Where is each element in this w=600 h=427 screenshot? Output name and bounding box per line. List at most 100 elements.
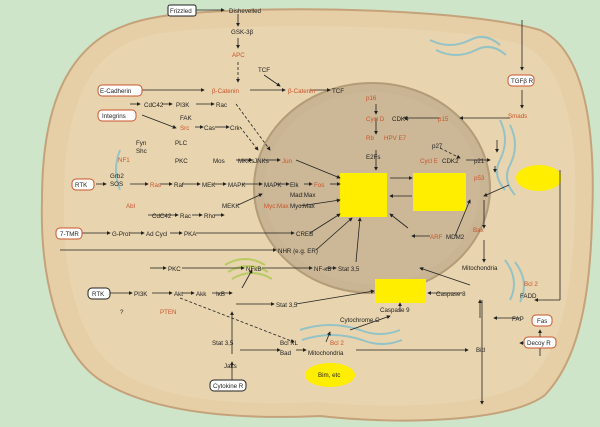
- pten-label: PTEN: [160, 309, 177, 316]
- creb-label: CREB: [296, 231, 313, 238]
- e2fs-label: E2Fs: [366, 154, 380, 161]
- yellow-ellipse-right: [516, 165, 562, 191]
- yellow-block-nucleus-left: [340, 173, 387, 217]
- p15-label: p15: [438, 116, 449, 123]
- pathway-arrows: [60, 8, 561, 405]
- cas-label: Cas: [204, 125, 215, 132]
- akk-label: Akk: [196, 291, 207, 298]
- crk-label: Crk: [230, 125, 241, 132]
- fak-label: FAK: [180, 115, 193, 122]
- plc-label: PLC: [175, 140, 188, 147]
- p27-label: p27: [432, 143, 443, 150]
- cycd-label: Cycl D: [366, 116, 385, 123]
- frizzled-label: Frizzled: [170, 8, 192, 15]
- cdc42-mid-label: CdC42: [152, 213, 172, 220]
- rac-mid-label: Rac: [180, 213, 191, 220]
- b-catenin-label: β-Catenin: [212, 88, 240, 95]
- g-prot-label: G-Prot: [112, 231, 131, 238]
- yellow-block-nucleus-right: [413, 173, 466, 211]
- arf-label: ARF: [430, 234, 443, 241]
- bad-label: Bad: [280, 350, 292, 357]
- caspase9-label: Caspase 9: [380, 307, 410, 314]
- yellow-ellipse-bottom: [305, 363, 355, 387]
- caspase8-label: Caspase 8: [436, 291, 466, 298]
- jnks-label: JNKs: [254, 158, 269, 165]
- cdk4-label: CDK4: [392, 116, 409, 123]
- rac-top-label: Rac: [216, 102, 227, 109]
- cdc42-top-label: CdC42: [144, 102, 164, 109]
- raf-label: Raf: [174, 182, 184, 189]
- bcl-xl-label: Bcl XL: [280, 340, 298, 347]
- jun-label: Jun: [282, 158, 293, 165]
- bid-label: Bid: [476, 347, 486, 354]
- mekk-label: MEKK: [222, 203, 240, 210]
- tcf-top-label: TCF: [258, 67, 270, 74]
- e-cadherin-label: E-Cadherin: [100, 88, 132, 95]
- gsk3b-label: GSK-3β: [231, 29, 254, 36]
- mapk-a-label: MAPK: [228, 182, 246, 189]
- p16-label: p16: [366, 95, 377, 102]
- nf1-label: NF1: [118, 157, 130, 164]
- stat35-a-label: Stat 3,5: [338, 266, 360, 273]
- fap-label: FAP: [512, 316, 524, 323]
- mito-right-label: Mitochondria: [462, 265, 498, 272]
- pkc-top-label: PKC: [175, 158, 188, 165]
- akt-label: Akt: [174, 291, 183, 298]
- max-label: Myc:Max: [290, 203, 316, 210]
- rtk-label: RTK: [75, 182, 88, 189]
- decoy-r-label: Decoy R: [527, 340, 551, 347]
- bcl-2-label: Bcl 2: [330, 340, 344, 347]
- question-label: ?: [120, 309, 124, 316]
- src-label: Src: [180, 125, 189, 132]
- pka-label: PKA: [184, 231, 197, 238]
- p21-label: p21: [474, 158, 485, 165]
- stat35-c-label: Stat 3,5: [212, 340, 234, 347]
- jaks-label: Jaks: [224, 363, 237, 370]
- seven-tmr-label: 7-TMR: [60, 231, 79, 238]
- ad-cycl-label: Ad Cycl: [146, 231, 167, 238]
- mdm2-label: MDM2: [446, 234, 465, 241]
- nfkb-b-label: NF-κB: [314, 266, 332, 273]
- dishevelled-label: Dishevelled: [229, 8, 262, 15]
- p53-label: p53: [474, 175, 485, 182]
- myc-max-label: Myc:Max: [264, 203, 290, 210]
- cyto-c-label: Cytochrome C: [340, 317, 380, 324]
- elk-label: Elk: [290, 182, 300, 189]
- cdk2-label: CDK2: [442, 158, 459, 165]
- bcl2-right-label: Bcl 2: [524, 281, 538, 288]
- integrins-label: Integrins: [102, 113, 126, 120]
- pi3k-low-label: PI3K: [134, 291, 148, 298]
- bax-label: Bax: [473, 227, 485, 234]
- stat35-b-label: Stat 3,5: [276, 302, 298, 309]
- rb-label: Rb: [366, 135, 374, 142]
- mos-label: Mos: [213, 158, 225, 165]
- receptor-boxes: [55, 4, 557, 392]
- nhr-label: NHR (e.g. ER): [278, 248, 318, 255]
- cytokine-r-label: Cytokine R: [213, 383, 244, 390]
- hpv-e7-label: HPV E7: [384, 135, 407, 142]
- sos-label: SOS: [110, 181, 123, 188]
- abl-label: Abl: [126, 203, 135, 210]
- tcf-label: TCF: [332, 88, 344, 95]
- mek-label: MEK: [202, 182, 216, 189]
- mad-max-label: Mad:Max: [290, 192, 316, 199]
- cyce-label: Cycl E: [420, 158, 438, 165]
- grb2-label: Grb2: [110, 173, 124, 180]
- fadd-label: FADD: [520, 293, 537, 300]
- pkc-mid-label: PKC: [168, 266, 181, 273]
- b-catenin-nuc-label: β-Catenin: [288, 88, 316, 95]
- nfkb-a-label: NFκB: [246, 266, 261, 273]
- smads-label: Smads: [508, 113, 527, 120]
- tgfb-r-label: TGFβ R: [511, 78, 534, 85]
- bim-etc-label: Bim, etc: [318, 372, 340, 379]
- apc-label: APC: [232, 52, 245, 59]
- er-decor: [115, 35, 525, 345]
- mkks-label: MKKs: [238, 158, 255, 165]
- fyn-label: Fyn: [136, 140, 147, 147]
- ras-label: Ras: [150, 182, 161, 189]
- mapk-b-label: MAPK: [264, 182, 282, 189]
- yellow-block-cytoplasm: [375, 279, 426, 303]
- rho-label: Rho: [204, 213, 216, 220]
